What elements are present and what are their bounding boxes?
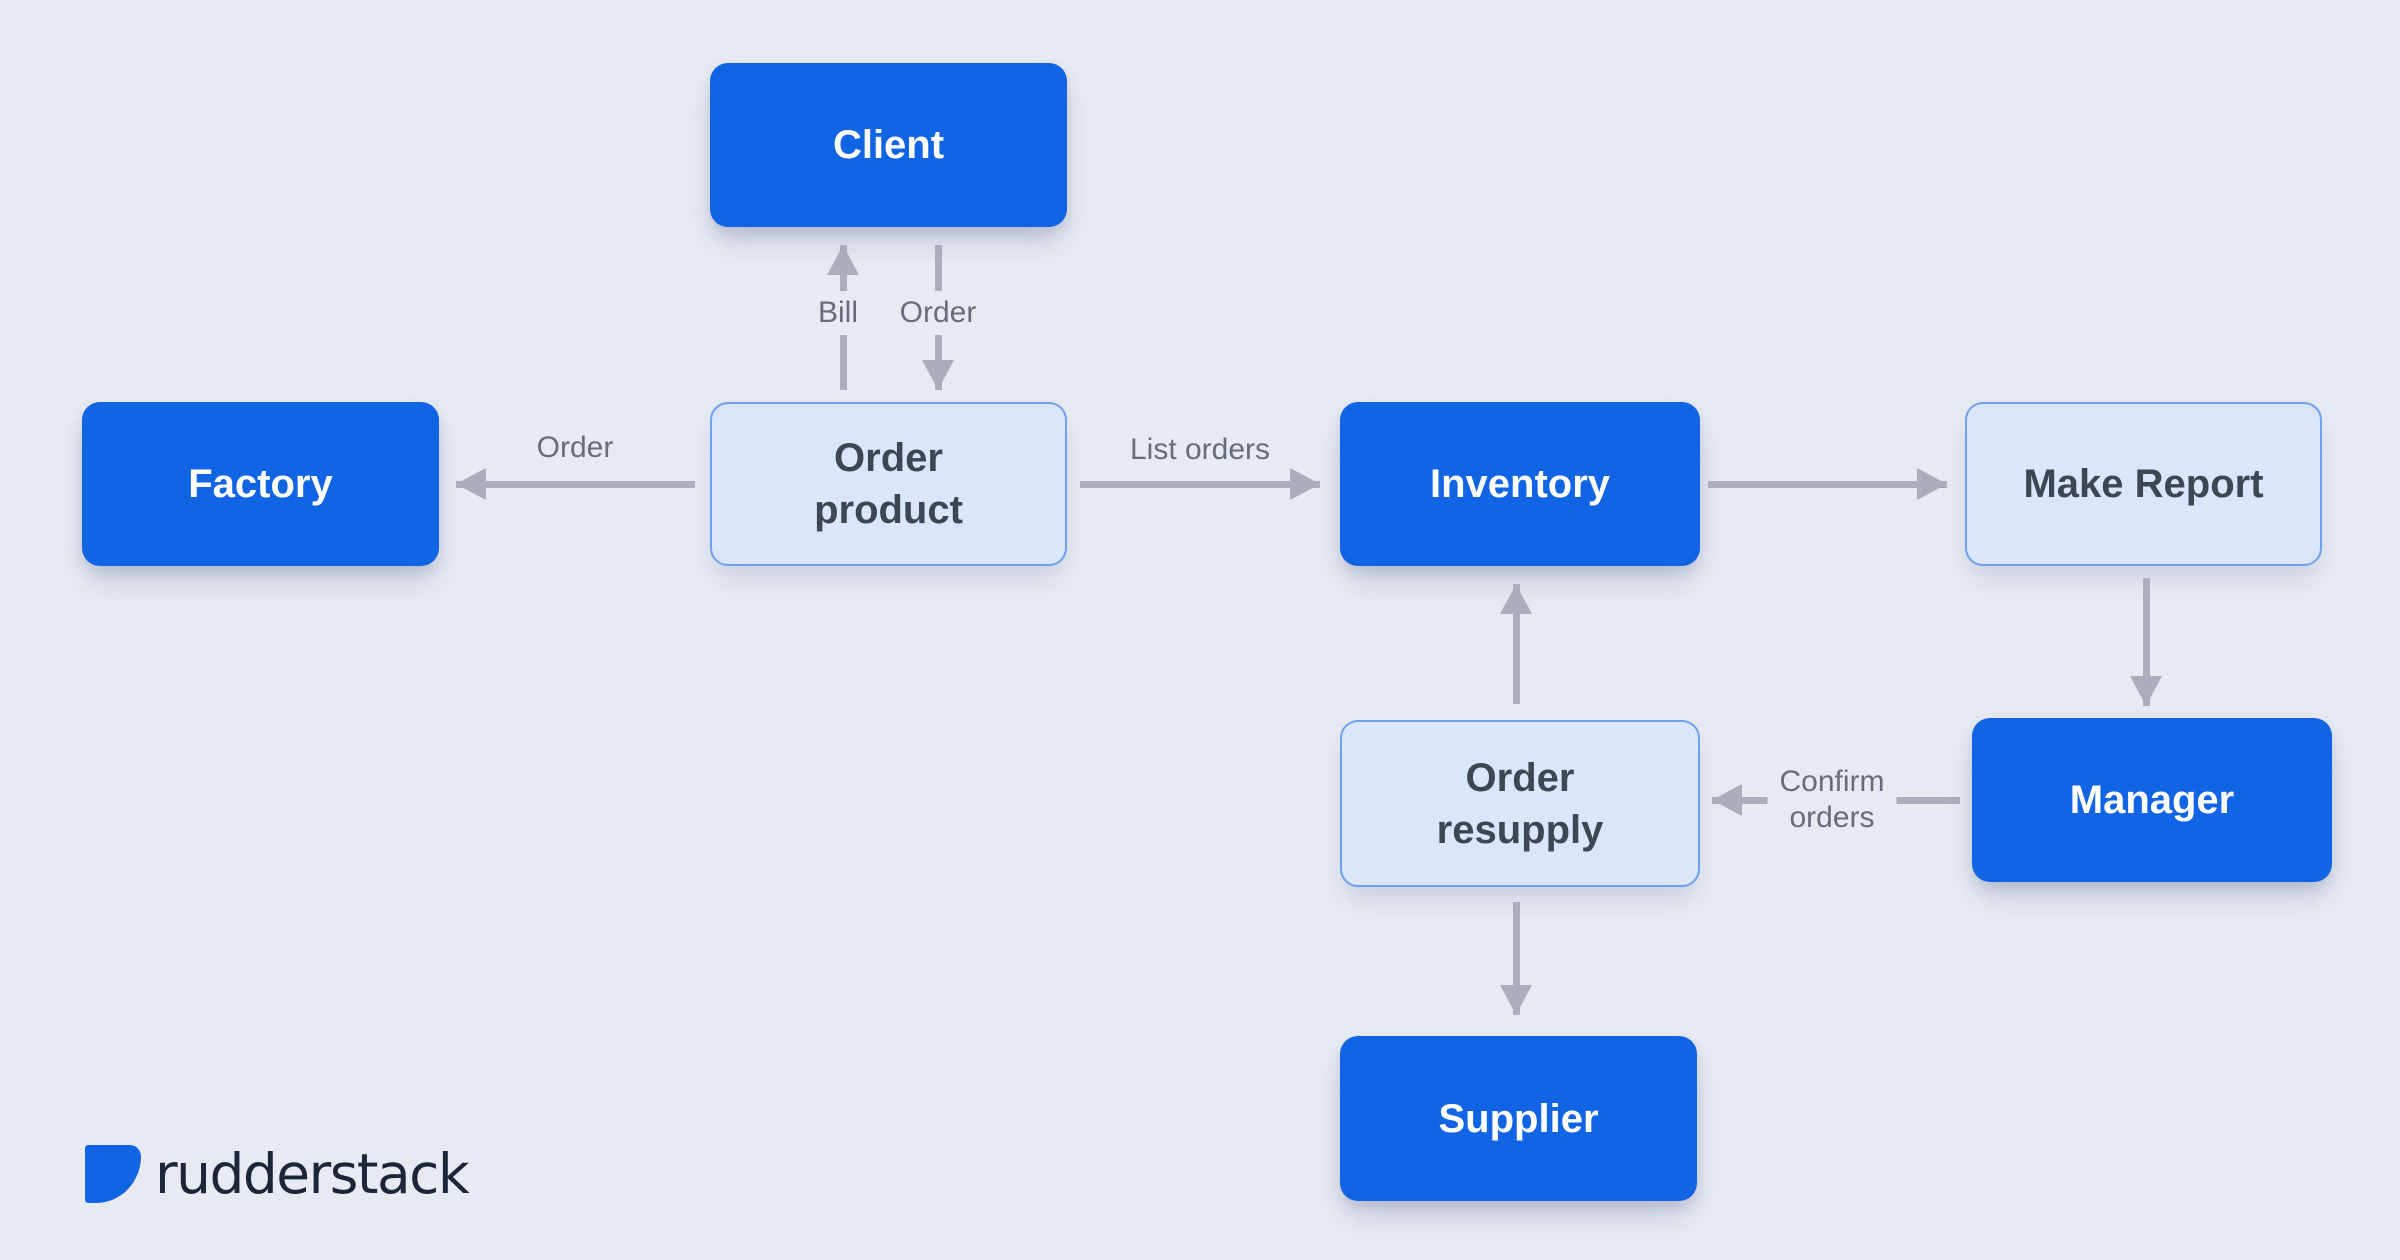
node-label-make-report: Make Report (2023, 462, 2264, 506)
arrowhead-right-icon (1917, 468, 1947, 500)
node-order-resupply: Order resupply (1340, 720, 1700, 887)
arrowhead-right-icon (1290, 468, 1320, 500)
arrow-label-order-to-client: Order (887, 291, 989, 335)
arrow-label-bill: Bill (805, 291, 871, 335)
node-label-order-product: Order product (814, 436, 963, 532)
arrow-label-order-to-factory: Order (536, 431, 614, 464)
node-label-client: Client (832, 123, 945, 167)
node-manager: Manager (1972, 718, 2332, 882)
node-label-supplier: Supplier (1438, 1096, 1599, 1141)
arrowhead-down-icon (922, 360, 954, 390)
rudderstack-logo: rudderstack (85, 1142, 470, 1206)
node-make-report: Make Report (1965, 402, 2322, 566)
arrowhead-left-icon (1712, 784, 1742, 816)
node-label-manager: Manager (2069, 778, 2235, 822)
node-client: Client (710, 63, 1067, 227)
arrow-label-list-orders: List orders (1129, 433, 1271, 466)
node-order-product: Order product (710, 402, 1067, 566)
arrowhead-up-icon (1500, 584, 1532, 614)
arrow-line-inventory-report (1708, 480, 1947, 488)
arrowhead-down-icon (1500, 985, 1532, 1015)
arrow-line-order-to-factory (456, 480, 695, 488)
arrowhead-left-icon (456, 468, 486, 500)
node-factory: Factory (82, 402, 439, 566)
node-inventory: Inventory (1340, 402, 1700, 566)
rudderstack-mark-icon (85, 1145, 141, 1203)
arrow-label-confirm-orders: Confirm orders (1767, 760, 1897, 840)
node-label-factory: Factory (188, 462, 333, 506)
arrow-line-list-orders (1080, 480, 1320, 488)
node-label-inventory: Inventory (1429, 462, 1611, 506)
arrowhead-up-icon (827, 245, 859, 275)
arrow-line-report-manager (2142, 578, 2150, 706)
arrow-line-resupply-inventory (1512, 584, 1520, 704)
rudderstack-wordmark: rudderstack (155, 1142, 470, 1206)
node-supplier: Supplier (1340, 1036, 1697, 1201)
arrow-line-resupply-supplier (1512, 902, 1520, 1015)
node-label-order-resupply: Order resupply (1436, 755, 1604, 852)
arrowhead-down-icon (2130, 676, 2162, 706)
